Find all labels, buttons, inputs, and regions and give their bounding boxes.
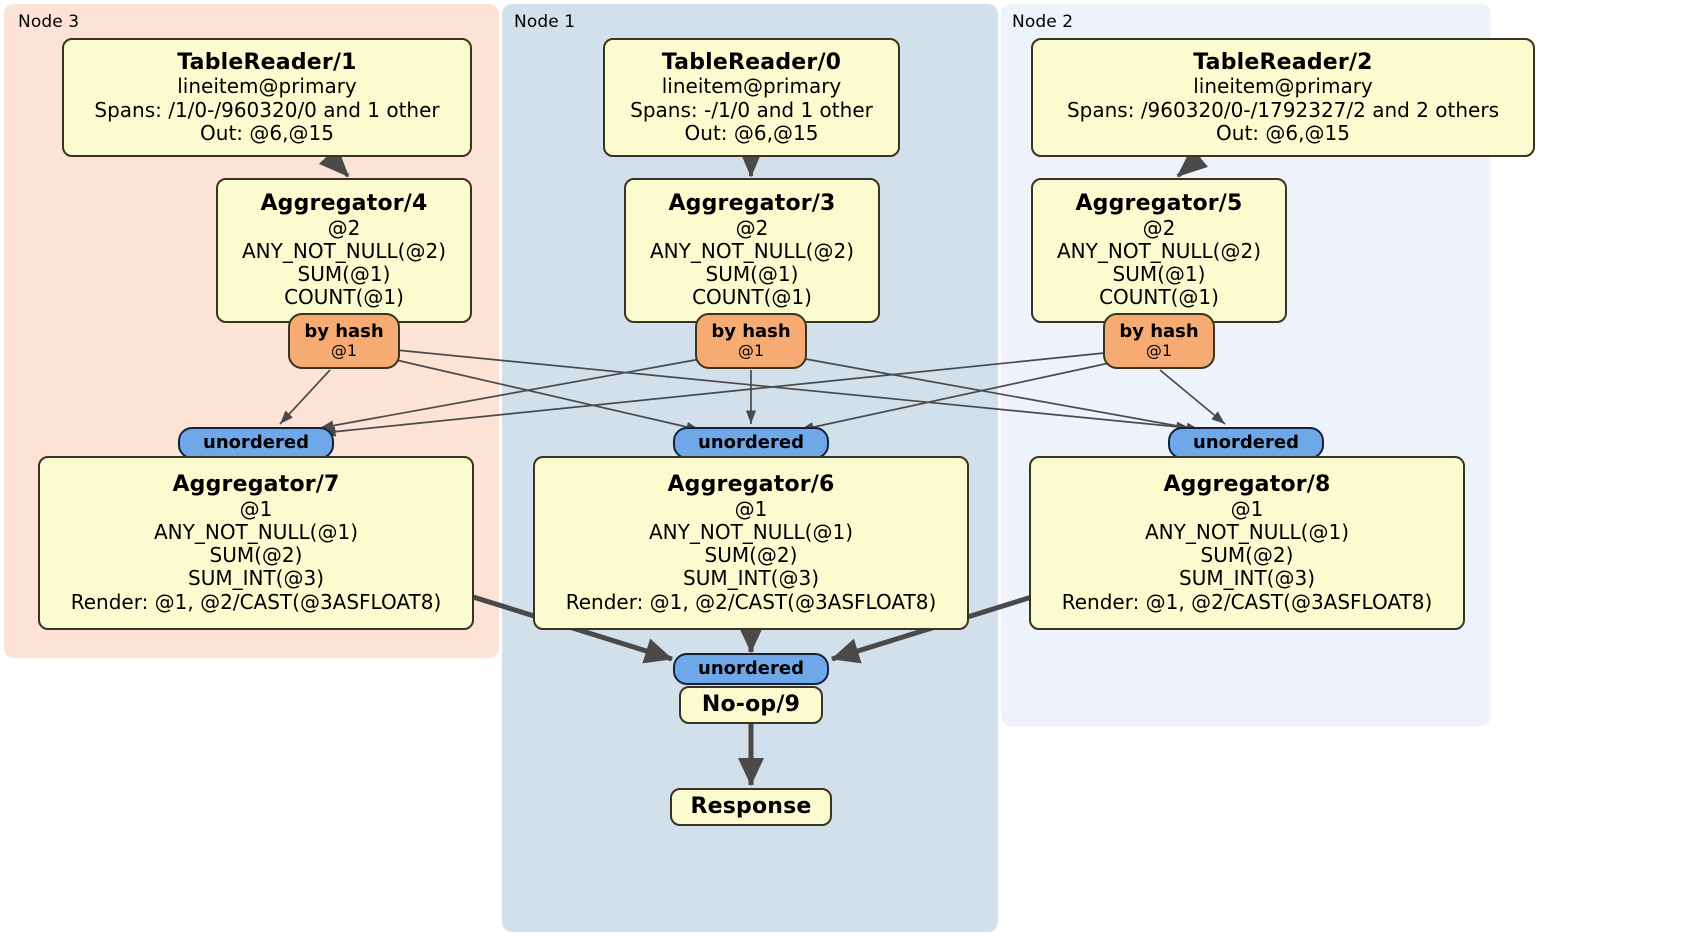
processor-line: Spans: /1/0-/960320/0 and 1 other	[94, 97, 440, 122]
router-by-hash-5[interactable]: by hash @1	[1103, 313, 1215, 369]
processor-render-line: Render: @1, @2/CAST(@3ASFLOAT8)	[1061, 589, 1433, 614]
processor-title: TableReader/2	[1193, 49, 1373, 75]
processor-line: SUM(@2)	[1200, 543, 1294, 568]
processor-title: No-op/9	[701, 692, 801, 718]
processor-line: ANY_NOT_NULL(@2)	[650, 239, 854, 264]
processor-response[interactable]: Response	[670, 788, 832, 826]
processor-line: Out: @6,@15	[200, 120, 334, 145]
router-column: @1	[1145, 341, 1173, 361]
processor-line: lineitem@primary	[177, 74, 357, 99]
synchronizer-label: unordered	[698, 431, 804, 453]
processor-line: lineitem@primary	[1193, 74, 1373, 99]
processor-line: SUM_INT(@3)	[683, 566, 819, 591]
processor-line: ANY_NOT_NULL(@1)	[1145, 519, 1349, 544]
panel-label-node2: Node 2	[1012, 12, 1074, 32]
panel-label-node3: Node 3	[18, 12, 80, 32]
processor-line: @1	[734, 496, 768, 521]
router-column: @1	[330, 341, 358, 361]
processor-line: SUM_INT(@3)	[188, 566, 324, 591]
panel-label-node1: Node 1	[514, 12, 576, 32]
processor-aggregator5[interactable]: Aggregator/5 @2 ANY_NOT_NULL(@2) SUM(@1)…	[1031, 178, 1287, 323]
processor-line: lineitem@primary	[661, 74, 842, 99]
synchronizer-label: unordered	[203, 431, 309, 453]
router-column: @1	[737, 341, 765, 361]
synchronizer-unordered-6[interactable]: unordered	[673, 427, 829, 459]
processor-tablereader2[interactable]: TableReader/2 lineitem@primary Spans: /9…	[1031, 38, 1535, 157]
processor-tablereader1[interactable]: TableReader/1 lineitem@primary Spans: /1…	[62, 38, 472, 157]
processor-line: SUM(@2)	[704, 543, 798, 568]
processor-line: @2	[735, 215, 769, 240]
processor-tablereader0[interactable]: TableReader/0 lineitem@primary Spans: -/…	[603, 38, 900, 157]
processor-line: ANY_NOT_NULL(@2)	[1057, 239, 1261, 264]
processor-line: ANY_NOT_NULL(@1)	[154, 519, 358, 544]
processor-title: Aggregator/3	[668, 191, 836, 217]
processor-line: SUM(@2)	[209, 543, 303, 568]
processor-aggregator7[interactable]: Aggregator/7 @1 ANY_NOT_NULL(@1) SUM(@2)…	[38, 456, 474, 630]
processor-line: Spans: -/1/0 and 1 other	[630, 97, 873, 122]
processor-line: @2	[327, 215, 361, 240]
processor-title: Response	[690, 794, 812, 820]
processor-line: COUNT(@1)	[284, 285, 404, 310]
processor-line: SUM(@1)	[1112, 262, 1206, 287]
processor-title: Aggregator/6	[667, 472, 835, 498]
processor-line: SUM(@1)	[297, 262, 391, 287]
synchronizer-unordered-9[interactable]: unordered	[673, 653, 829, 685]
processor-title: Aggregator/5	[1075, 191, 1243, 217]
synchronizer-unordered-7[interactable]: unordered	[178, 427, 334, 459]
processor-aggregator4[interactable]: Aggregator/4 @2 ANY_NOT_NULL(@2) SUM(@1)…	[216, 178, 472, 323]
router-label: by hash	[304, 320, 384, 342]
processor-line: @1	[239, 496, 273, 521]
processor-render-line: Render: @1, @2/CAST(@3ASFLOAT8)	[565, 589, 937, 614]
processor-line: ANY_NOT_NULL(@1)	[649, 519, 853, 544]
router-by-hash-4[interactable]: by hash @1	[288, 313, 400, 369]
processor-line: @2	[1142, 215, 1176, 240]
processor-aggregator6[interactable]: Aggregator/6 @1 ANY_NOT_NULL(@1) SUM(@2)…	[533, 456, 969, 630]
processor-line: @1	[1230, 496, 1264, 521]
processor-line: SUM_INT(@3)	[1179, 566, 1315, 591]
processor-line: COUNT(@1)	[1099, 285, 1219, 310]
processor-title: TableReader/1	[177, 49, 357, 75]
processor-title: TableReader/0	[661, 49, 842, 75]
processor-line: ANY_NOT_NULL(@2)	[242, 239, 446, 264]
synchronizer-unordered-8[interactable]: unordered	[1168, 427, 1324, 459]
router-by-hash-3[interactable]: by hash @1	[695, 313, 807, 369]
router-label: by hash	[711, 320, 791, 342]
processor-title: Aggregator/4	[260, 191, 428, 217]
processor-title: Aggregator/7	[172, 472, 340, 498]
processor-title: Aggregator/8	[1163, 472, 1331, 498]
processor-line: Spans: /960320/0-/1792327/2 and 2 others	[1066, 97, 1499, 122]
processor-line: COUNT(@1)	[692, 285, 812, 310]
synchronizer-label: unordered	[698, 657, 804, 679]
processor-line: Out: @6,@15	[684, 120, 819, 145]
processor-noop9[interactable]: No-op/9	[679, 686, 823, 724]
synchronizer-label: unordered	[1193, 431, 1299, 453]
processor-line: SUM(@1)	[705, 262, 799, 287]
processor-aggregator3[interactable]: Aggregator/3 @2 ANY_NOT_NULL(@2) SUM(@1)…	[624, 178, 880, 323]
router-label: by hash	[1119, 320, 1199, 342]
processor-line: Out: @6,@15	[1216, 120, 1350, 145]
processor-render-line: Render: @1, @2/CAST(@3ASFLOAT8)	[70, 589, 442, 614]
processor-aggregator8[interactable]: Aggregator/8 @1 ANY_NOT_NULL(@1) SUM(@2)…	[1029, 456, 1465, 630]
